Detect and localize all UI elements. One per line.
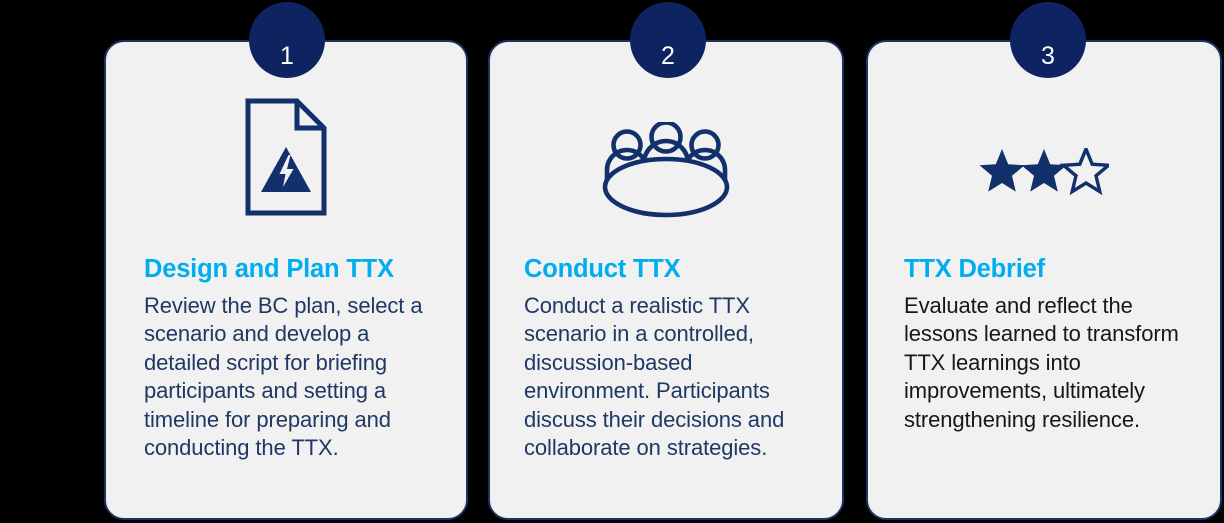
step-icon-area-1	[106, 97, 466, 217]
step-body-3: Evaluate and reflect the lessons learned…	[904, 293, 1179, 432]
step-icon-area-2	[490, 110, 842, 230]
step-card-2[interactable]: 2	[488, 2, 844, 520]
step-body-1: Review the BC plan, select a scenario an…	[144, 293, 423, 460]
step-title-3: TTX Debrief	[904, 255, 1045, 283]
step-card-1-inner: 1 Design and Plan TTX R	[106, 2, 466, 518]
people-at-table-icon	[595, 122, 737, 218]
step-number-badge-1: 1	[249, 2, 325, 78]
step-body-2: Conduct a realistic TTX scenario in a co…	[524, 293, 785, 460]
step-card-3[interactable]: 3 TTX Debrief Evaluate and reflect t	[866, 2, 1222, 520]
step-number-label-2: 2	[661, 42, 675, 70]
step-card-1[interactable]: 1 Design and Plan TTX R	[104, 2, 468, 520]
step-number-badge-3: 3	[1010, 2, 1086, 78]
step-title-2: Conduct TTX	[524, 255, 681, 283]
step-card-3-inner: 3 TTX Debrief Evaluate and reflect t	[868, 2, 1220, 518]
step-title-1: Design and Plan TTX	[144, 255, 394, 283]
step-number-badge-2: 2	[630, 2, 706, 78]
step-text-block-3: TTX Debrief Evaluate and reflect the les…	[904, 255, 1198, 434]
step-text-block-2: Conduct TTX Conduct a realistic TTX scen…	[524, 255, 820, 462]
step-text-block-1: Design and Plan TTX Review the BC plan, …	[144, 255, 442, 462]
two-of-three-stars-icon	[979, 148, 1109, 196]
step-card-2-inner: 2	[490, 2, 842, 518]
step-number-label-3: 3	[1041, 42, 1055, 70]
document-warning-icon	[245, 98, 327, 216]
step-number-label-1: 1	[280, 42, 294, 70]
step-icon-area-3	[868, 112, 1220, 232]
